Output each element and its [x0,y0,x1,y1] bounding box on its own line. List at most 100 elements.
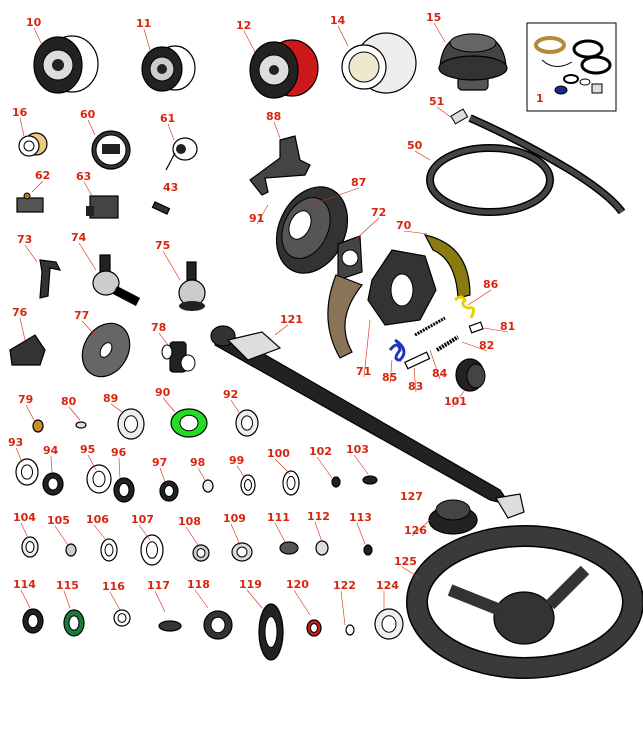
small-part-bore [164,485,174,497]
callout-71: 71 [356,365,371,378]
callout-79: 79 [18,393,33,406]
leader-line-105 [54,525,69,546]
leader-line-76 [19,317,26,341]
callout-114: 114 [13,578,36,591]
leader-line-95 [87,454,97,471]
callout-115: 115 [56,579,79,592]
small-part-bore [104,543,114,557]
callout-93: 93 [8,436,23,449]
leader-line-96 [118,457,121,479]
callout-98: 98 [190,456,205,469]
leader-line-104 [20,522,29,539]
small-part-bore [118,482,130,498]
small-part-bore [27,613,39,629]
small-part-drawing [279,541,299,555]
part-50-51-hose [426,108,626,216]
part-85-spring [388,338,406,362]
callout-50: 50 [407,139,423,152]
leader-line-119 [246,589,263,609]
callout-112: 112 [307,510,330,523]
callout-119: 119 [239,578,262,591]
small-part-bore [47,477,59,491]
callout-15: 15 [426,11,441,24]
leader-line-103 [353,454,369,475]
small-part-drawing [362,475,378,485]
leader-line-60 [87,119,96,136]
callout-14: 14 [330,14,346,27]
leader-line-63 [83,181,93,197]
leader-line-126 [411,519,431,537]
callout-107: 107 [131,513,154,526]
part-14-tire [341,32,417,94]
callout-87: 87 [351,176,366,189]
callout-99: 99 [229,454,244,467]
small-part-drawing [32,419,44,433]
small-part-drawing [345,624,355,636]
callout-111: 111 [267,511,290,524]
callout-106: 106 [86,513,109,526]
part-83-pin [404,351,431,370]
callout-61: 61 [160,112,175,125]
callout-96: 96 [111,446,127,459]
part-126-cap [428,499,478,535]
part-drawings [9,22,643,679]
callout-121: 121 [280,313,303,326]
callout-82: 82 [479,339,494,352]
callout-16: 16 [12,106,28,119]
leader-line-75 [162,250,181,281]
leader-line-88 [273,121,281,139]
leader-line-83 [413,367,417,393]
small-part-drawing [65,543,77,557]
small-part-bore [124,415,138,433]
part-91-87-brake-drum [275,186,349,274]
leader-line-99 [236,465,246,479]
small-part-drawing [202,479,214,493]
leader-line-86 [467,289,492,306]
callout-72: 72 [371,206,386,219]
callout-11: 11 [136,17,151,30]
part-61-ignition-switch [165,137,198,171]
leader-line-98 [197,467,206,481]
part-78-u-joint [161,341,196,373]
callout-104: 104 [13,511,36,524]
leader-line-82 [461,341,488,352]
part-84-spring [414,316,460,352]
callout-10: 10 [26,16,42,29]
leader-line-125 [401,566,421,579]
part-77-hub [81,322,131,378]
leader-line-89 [110,403,123,413]
leader-line-90 [162,397,176,413]
callout-12: 12 [236,19,251,32]
leader-line-97 [159,467,166,483]
callout-85: 85 [382,371,397,384]
part-101-cap [455,358,486,392]
leader-line-117 [154,590,166,613]
callout-90: 90 [155,386,171,399]
leader-line-78 [158,332,169,346]
leader-line-12 [243,30,256,53]
small-part-bore [117,613,127,623]
part-81-pin [468,321,484,334]
small-part-bore [68,615,80,631]
leader-line-122 [340,590,346,626]
callout-97: 97 [152,456,167,469]
callout-118: 118 [187,578,210,591]
leader-line-100 [274,458,291,475]
leader-line-93 [15,447,23,463]
leader-line-112 [314,521,323,543]
small-part-drawings [15,408,404,661]
callout-126: 126 [404,524,427,537]
leader-line-50 [414,150,431,161]
callout-1: 1 [536,92,544,105]
leader-line-87 [309,187,360,206]
leader-line-70 [403,230,429,235]
leader-line-118 [194,589,209,609]
callout-88: 88 [266,110,281,123]
small-part-drawing [158,620,182,632]
leader-line-114 [20,589,31,609]
leader-line-16 [19,117,25,137]
leader-line-94 [50,455,53,473]
part-125-steering-wheel [406,525,643,679]
callout-75: 75 [155,239,170,252]
part-43-fitting [151,201,171,215]
